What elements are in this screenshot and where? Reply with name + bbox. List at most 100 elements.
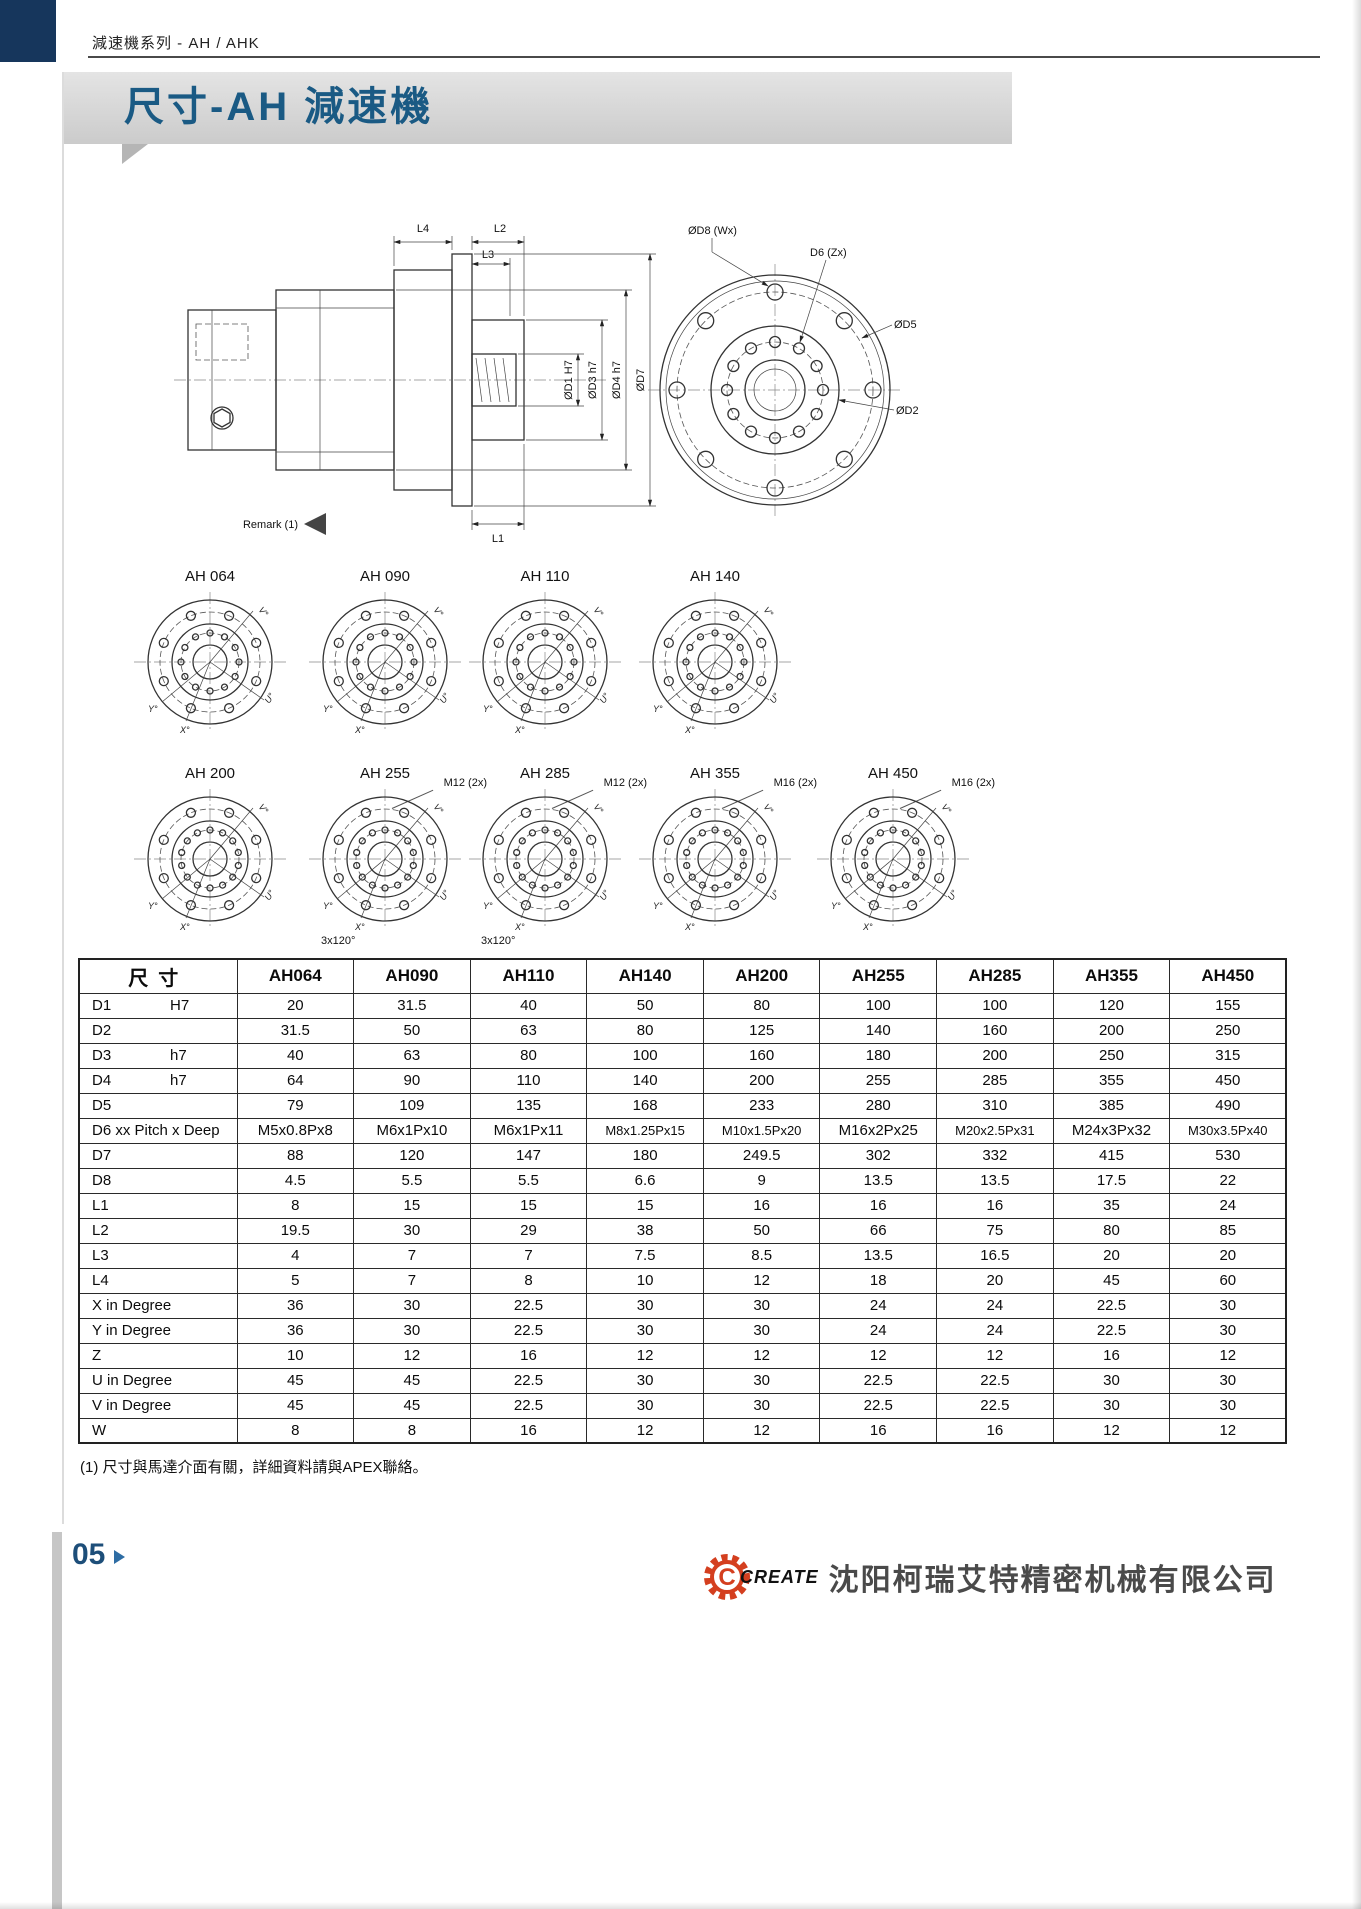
spec-value: 15 bbox=[469, 1192, 588, 1219]
flange-label: AH 090 bbox=[359, 568, 411, 585]
spec-value: 250 bbox=[1169, 1017, 1287, 1044]
angle-x-label: X° bbox=[354, 725, 365, 735]
spec-value: 12 bbox=[702, 1267, 821, 1294]
spec-value: 45 bbox=[353, 1367, 471, 1394]
spec-value: 30 bbox=[586, 1317, 704, 1344]
page-edge-shadow-bottom bbox=[0, 1902, 1361, 1909]
spec-value: 140 bbox=[819, 1017, 938, 1044]
spec-value: 22.5 bbox=[936, 1392, 1054, 1419]
spec-value: 24 bbox=[936, 1292, 1054, 1319]
spec-value: 12 bbox=[1052, 1417, 1171, 1444]
spec-value: 16 bbox=[469, 1342, 588, 1369]
spec-value: 63 bbox=[353, 1042, 471, 1069]
spec-value: 80 bbox=[1052, 1217, 1171, 1244]
spec-value: 250 bbox=[1052, 1042, 1171, 1069]
spec-value: 109 bbox=[353, 1092, 471, 1119]
spec-value: 8 bbox=[353, 1417, 471, 1444]
spec-value: 332 bbox=[936, 1142, 1054, 1169]
spec-value: 200 bbox=[702, 1067, 821, 1094]
spec-value: 50 bbox=[702, 1217, 821, 1244]
spec-value: 22.5 bbox=[469, 1317, 588, 1344]
flange-thread-label: M12 (2x) bbox=[603, 777, 647, 789]
spec-value: 16 bbox=[819, 1417, 938, 1444]
spec-value: 40 bbox=[469, 992, 588, 1019]
angle-v-label: V° bbox=[431, 802, 445, 816]
spec-value: 30 bbox=[353, 1317, 471, 1344]
reducer-cross-section bbox=[174, 253, 606, 507]
spec-value: M6x1Px10 bbox=[353, 1117, 471, 1144]
angle-u-label: U° bbox=[597, 691, 611, 705]
col-header-ah064: AH064 bbox=[236, 958, 355, 994]
angle-x-label: X° bbox=[684, 725, 695, 735]
spec-value: 12 bbox=[819, 1342, 938, 1369]
spec-value: 45 bbox=[353, 1392, 471, 1419]
spec-value: M8x1.25Px15 bbox=[586, 1117, 704, 1144]
page-edge-shadow-right bbox=[1352, 0, 1361, 1909]
label-d6: D6 (Zx) bbox=[810, 247, 847, 259]
spec-value: 8.5 bbox=[702, 1242, 821, 1269]
spec-value: 90 bbox=[353, 1067, 471, 1094]
spec-value: 24 bbox=[1169, 1192, 1287, 1219]
page-number: 05 bbox=[72, 1538, 126, 1572]
spec-value: 50 bbox=[353, 1017, 471, 1044]
col-header-ah110: AH110 bbox=[469, 958, 588, 994]
spec-value: 12 bbox=[1169, 1342, 1287, 1369]
dim-d3: ØD3 h7 bbox=[587, 361, 599, 399]
row-label: L3 bbox=[92, 1247, 109, 1264]
spec-value: 9 bbox=[702, 1167, 821, 1194]
spec-value: 530 bbox=[1169, 1142, 1287, 1169]
spec-value: 30 bbox=[586, 1367, 704, 1394]
header-rule bbox=[88, 56, 1320, 58]
spec-value: 255 bbox=[819, 1067, 938, 1094]
flange-thread-label: M12 (2x) bbox=[443, 777, 487, 789]
spec-value: 100 bbox=[936, 992, 1054, 1019]
flange-drawing: V°U°Y°X° bbox=[639, 789, 791, 932]
row-label: D1 bbox=[92, 997, 112, 1014]
row-label: L4 bbox=[92, 1272, 109, 1289]
angle-u-label: U° bbox=[767, 691, 781, 705]
spec-value: 13.5 bbox=[936, 1167, 1054, 1194]
spec-value: 30 bbox=[586, 1392, 704, 1419]
col-header-ah450: AH450 bbox=[1169, 958, 1287, 994]
angle-y-label: Y° bbox=[653, 901, 663, 911]
spec-value: 17.5 bbox=[1052, 1167, 1171, 1194]
angle-y-label: Y° bbox=[653, 704, 663, 714]
side-view-dimensions: L4 L2 L3 ØD1 H7 ØD3 h7 ØD4 h7 ØD7 L1 bbox=[243, 223, 656, 545]
corner-block bbox=[0, 0, 56, 62]
angle-u-label: U° bbox=[597, 888, 611, 902]
spec-value: 8 bbox=[236, 1417, 355, 1444]
row-label: D6 xx Pitch x Deep bbox=[92, 1122, 220, 1139]
spec-value: 80 bbox=[469, 1042, 588, 1069]
spec-value: 135 bbox=[469, 1092, 588, 1119]
page-arrow-icon bbox=[114, 1549, 126, 1564]
spec-value: 110 bbox=[469, 1067, 588, 1094]
spec-value: 30 bbox=[702, 1367, 821, 1394]
front-view-labels: ØD8 (Wx) D6 (Zx) ØD5 ØD2 bbox=[688, 225, 919, 417]
flange-drawing: V°U°Y°X° bbox=[469, 592, 621, 735]
angle-x-label: X° bbox=[684, 922, 695, 932]
spec-value: 355 bbox=[1052, 1067, 1171, 1094]
flange-drawing: V°U°Y°X° bbox=[817, 789, 969, 932]
spec-value: 22 bbox=[1169, 1167, 1287, 1194]
dim-d1: ØD1 H7 bbox=[563, 360, 575, 400]
spec-value: 88 bbox=[236, 1142, 355, 1169]
row-label: U in Degree bbox=[92, 1372, 173, 1389]
spec-value: 22.5 bbox=[819, 1392, 938, 1419]
spec-value: 24 bbox=[819, 1292, 938, 1319]
spec-value: 233 bbox=[702, 1092, 821, 1119]
angle-v-label: V° bbox=[256, 605, 270, 619]
row-label: X in Degree bbox=[92, 1297, 172, 1314]
spec-value: 22.5 bbox=[1052, 1317, 1171, 1344]
angle-u-label: U° bbox=[262, 691, 276, 705]
spec-value: 29 bbox=[469, 1217, 588, 1244]
